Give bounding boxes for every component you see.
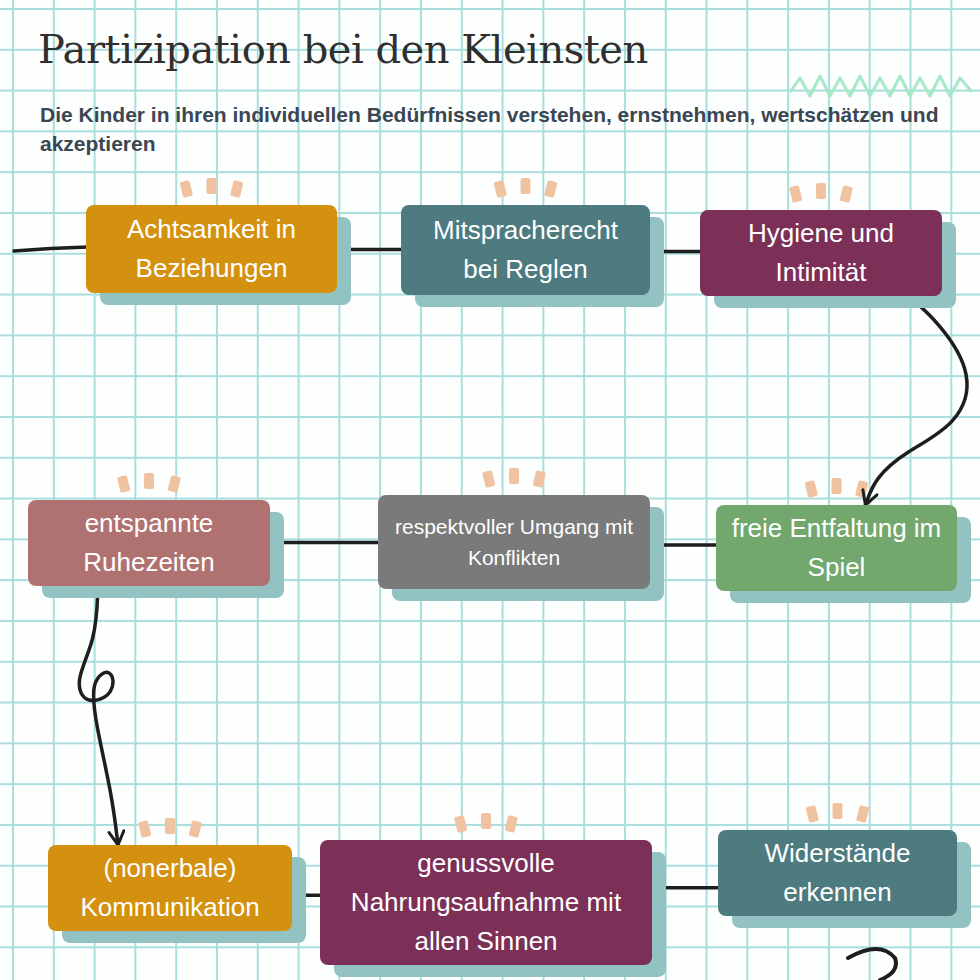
- dash-mark: [481, 813, 491, 829]
- process-box: entspannte Ruhezeiten: [28, 500, 270, 586]
- process-box: genussvolle Nahrungsaufnahme mit allen S…: [320, 840, 652, 965]
- dash-mark: [167, 475, 181, 493]
- subtitle-label: Die Kinder in ihren individuellen Bedürf…: [40, 101, 960, 159]
- dash-mark: [855, 480, 869, 498]
- dash-mark: [816, 183, 826, 199]
- connector-line: [865, 296, 967, 505]
- dash-mark: [230, 180, 244, 198]
- process-box: Achtsamkeit in Beziehungen: [86, 205, 337, 293]
- dash-mark: [839, 185, 853, 203]
- dash-mark: [521, 178, 531, 194]
- box-text: Mitspracherecht bei Reglen: [413, 211, 638, 289]
- dash-mark: [454, 815, 468, 833]
- process-box: Mitspracherecht bei Reglen: [401, 205, 650, 295]
- dash-mark: [493, 180, 507, 198]
- box-text: respektvoller Umgang mit Konflikten: [390, 511, 638, 574]
- zigzag-decoration: [790, 76, 972, 96]
- dash-mark: [532, 470, 546, 488]
- dash-mark: [856, 805, 870, 823]
- connector-line: [270, 541, 378, 545]
- dash-mark: [804, 480, 818, 498]
- box-text: freie Entfaltung im Spiel: [728, 509, 945, 587]
- process-box: freie Entfaltung im Spiel: [716, 505, 957, 591]
- lead-line: [14, 247, 88, 251]
- dash-mark: [832, 478, 842, 494]
- dash-mark: [117, 475, 131, 493]
- box-text: entspannte Ruhezeiten: [40, 504, 258, 582]
- dash-mark: [833, 803, 843, 819]
- process-box: Widerstände erkennen: [718, 830, 957, 916]
- partial-curve: [848, 949, 896, 980]
- dash-mark: [504, 815, 518, 833]
- label-group: Die Kinder in ihren individuellen Bedürf…: [40, 101, 960, 159]
- dash-mark: [144, 473, 154, 489]
- box-text: genussvolle Nahrungsaufnahme mit allen S…: [332, 844, 640, 961]
- box-text: Widerstände erkennen: [730, 834, 945, 912]
- dash-mark: [179, 180, 193, 198]
- process-box: Hygiene und Intimität: [700, 210, 942, 296]
- dash-mark: [207, 178, 217, 194]
- dash-mark: [789, 185, 803, 203]
- connector-line: [652, 886, 718, 890]
- diagram-title: Partizipation bei den Kleinsten: [38, 26, 648, 72]
- dash-mark: [509, 468, 519, 484]
- connector-line: [650, 543, 716, 547]
- process-box: (nonerbale) Kommunikation: [48, 845, 292, 931]
- dash-mark: [482, 470, 496, 488]
- process-box: respektvoller Umgang mit Konflikten: [378, 495, 650, 589]
- box-text: Achtsamkeit in Beziehungen: [98, 210, 325, 288]
- dash-mark: [544, 180, 558, 198]
- connector-line: [292, 894, 320, 898]
- dash-mark: [805, 805, 819, 823]
- box-text: Hygiene und Intimität: [712, 214, 930, 292]
- connector-line: [79, 586, 118, 845]
- connector-line: [337, 248, 401, 252]
- dash-mark: [165, 818, 175, 834]
- connector-line: [650, 250, 700, 254]
- dash-mark: [138, 820, 152, 838]
- dash-mark: [188, 820, 202, 838]
- box-text: (nonerbale) Kommunikation: [60, 849, 280, 927]
